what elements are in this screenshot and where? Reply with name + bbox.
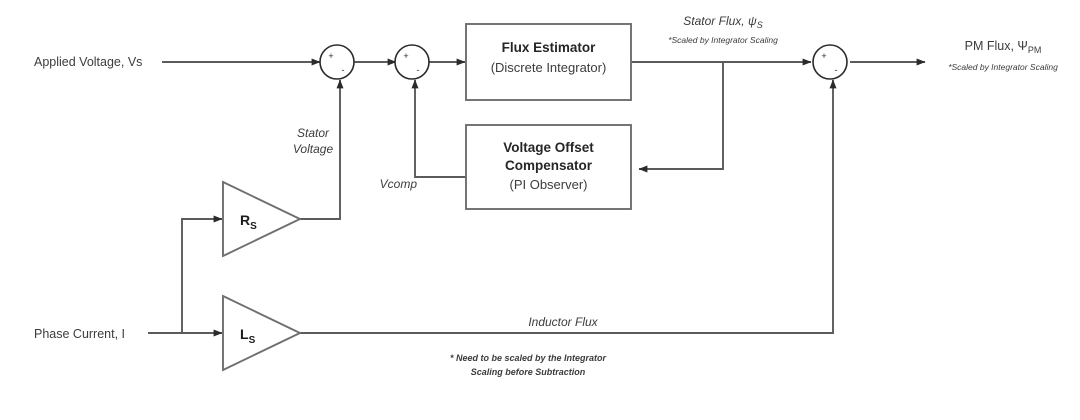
gain-rs-subscript: S — [250, 221, 257, 232]
gain-ls-symbol: L — [240, 326, 249, 342]
sum2-plus-sign: + — [403, 51, 408, 61]
label-phase-current: Phase Current, I — [34, 327, 125, 341]
gain-ls-subscript: S — [249, 335, 256, 346]
label-stator-flux: Stator Flux, ψS — [683, 14, 762, 30]
summing-junction-1[interactable] — [319, 44, 355, 80]
voc-title-line1: Voltage Offset — [503, 140, 594, 155]
sum1-plus-sign: + — [328, 51, 333, 61]
label-pm-flux: PM Flux, ΨPM — [965, 39, 1042, 55]
sum3-minus-sign: - — [835, 65, 838, 75]
label-applied-voltage: Applied Voltage, Vs — [34, 55, 142, 69]
gain-ls-triangle[interactable] — [222, 294, 303, 372]
label-pm-flux-note: *Scaled by Integrator Scaling — [948, 62, 1058, 72]
stator-flux-subscript: S — [757, 20, 763, 30]
label-vcomp: Vcomp — [380, 177, 418, 191]
label-inductor-flux: Inductor Flux — [528, 315, 598, 329]
label-stator-voltage-line1: Stator — [297, 126, 330, 140]
gain-rs-symbol: R — [240, 212, 250, 228]
wire-ls-to-sum3-inductor-flux — [300, 79, 837, 334]
wire-stator-flux-feedback-to-voc — [638, 62, 724, 173]
block-flux-estimator[interactable] — [465, 23, 632, 101]
label-stator-flux-note: *Scaled by Integrator Scaling — [668, 35, 778, 45]
wire-voc-to-sum2-vcomp — [411, 79, 467, 178]
pm-flux-text: PM Flux, Ψ — [965, 39, 1028, 53]
footnote-line2: Scaling before Subtraction — [471, 367, 586, 377]
pm-flux-subscript: PM — [1028, 45, 1042, 55]
sum2-minus-sign: - — [417, 65, 420, 75]
block-voltage-offset-compensator[interactable] — [465, 124, 632, 210]
gain-ls-label: LS — [240, 326, 256, 346]
sum1-minus-sign: - — [342, 65, 345, 75]
wire-rs-to-sum1-stator-voltage — [300, 79, 344, 220]
wire-phase-current-branch-to-rs — [181, 215, 223, 333]
flux-estimator-subtitle: (Discrete Integrator) — [491, 60, 607, 75]
voc-subtitle: (PI Observer) — [509, 177, 587, 192]
footnote-line1: * Need to be scaled by the Integrator — [450, 353, 607, 363]
gain-rs-triangle[interactable] — [222, 180, 303, 258]
sum3-plus-sign: + — [821, 51, 826, 61]
label-stator-voltage-line2: Voltage — [293, 142, 334, 156]
flux-estimator-title: Flux Estimator — [502, 40, 597, 55]
summing-junction-3[interactable] — [812, 44, 848, 80]
voc-title-line2: Compensator — [505, 158, 593, 173]
stator-flux-text: Stator Flux, ψ — [683, 14, 757, 28]
summing-junction-2[interactable] — [394, 44, 430, 80]
gain-rs-label: RS — [240, 212, 257, 232]
